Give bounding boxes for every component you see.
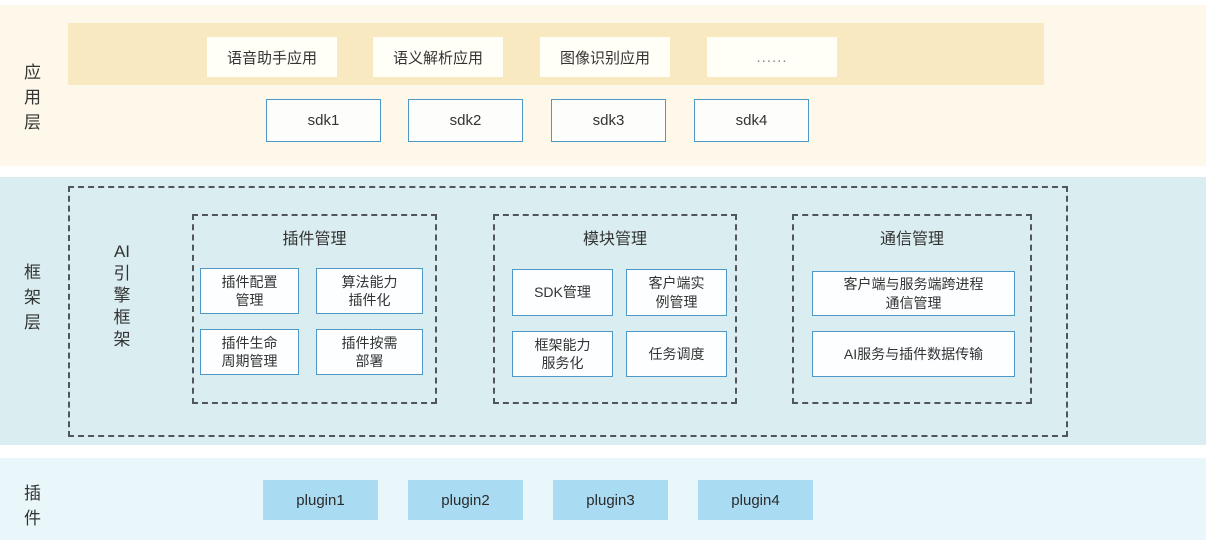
ai-service-plugin-data-transfer-box: AI服务与插件数据传输 [812, 331, 1015, 377]
plugin-on-demand-deploy-box: 插件按需 部署 [316, 329, 423, 375]
plugin3-box: plugin3 [553, 480, 668, 520]
task-scheduling-box: 任务调度 [626, 331, 727, 377]
plugin-lifecycle-management-box: 插件生命 周期管理 [200, 329, 299, 375]
ai-engine-framework-label: AI 引 擎 框 架 [94, 243, 150, 348]
communication-management-title: 通信管理 [879, 231, 944, 248]
sdk-management-box: SDK管理 [512, 269, 613, 316]
sdk4-box: sdk4 [694, 99, 809, 142]
engine-label-line: 擎 [113, 286, 131, 305]
sdk1-box: sdk1 [266, 99, 381, 142]
framework-capability-service-box: 框架能力 服务化 [512, 331, 613, 377]
client-instance-management-box: 客户端实 例管理 [626, 269, 727, 316]
engine-label-line: 引 [113, 264, 131, 283]
sdk3-box: sdk3 [551, 99, 666, 142]
sdk2-box: sdk2 [408, 99, 523, 142]
engine-label-line: 框 [113, 308, 131, 327]
app-box-image-recognition: 图像识别应用 [540, 37, 670, 77]
plugin-management-title: 插件管理 [282, 231, 347, 248]
app-box-semantic-parsing: 语义解析应用 [373, 37, 503, 77]
plugin-config-management-box: 插件配置 管理 [200, 268, 299, 314]
app-layer-label: 应用层 [21, 63, 40, 138]
app-box-voice-assistant: 语音助手应用 [207, 37, 337, 77]
communication-management-group: 通信管理 客户端与服务端跨进程 通信管理 AI服务与插件数据传输 [792, 214, 1032, 404]
app-box-ellipsis: ...... [707, 37, 837, 77]
plugin2-box: plugin2 [408, 480, 523, 520]
client-server-ipc-management-box: 客户端与服务端跨进程 通信管理 [812, 271, 1015, 316]
plugin1-box: plugin1 [263, 480, 378, 520]
plugin-management-group: 插件管理 插件配置 管理 算法能力 插件化 插件生命 周期管理 插件按需 部署 [192, 214, 437, 404]
algorithm-pluginization-box: 算法能力 插件化 [316, 268, 423, 314]
ai-engine-framework-box [68, 186, 1068, 437]
plugin-layer-label: 插件 [21, 484, 40, 534]
engine-label-line: AI [113, 242, 131, 261]
module-management-title: 模块管理 [582, 231, 647, 248]
engine-label-line: 架 [113, 330, 131, 349]
module-management-group: 模块管理 SDK管理 客户端实 例管理 框架能力 服务化 任务调度 [493, 214, 737, 404]
plugin4-box: plugin4 [698, 480, 813, 520]
framework-layer-label: 框架层 [21, 263, 40, 338]
